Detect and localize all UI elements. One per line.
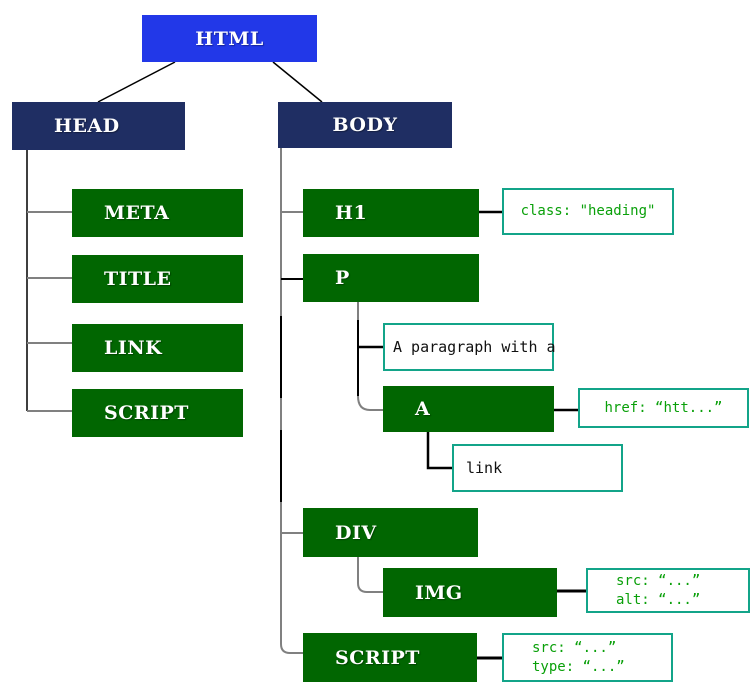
node-a: A [383, 386, 554, 432]
a-attributes-text: href: “htt...” [604, 399, 723, 416]
node-link-label: LINK [104, 337, 163, 359]
node-head-script: SCRIPT [72, 389, 243, 437]
node-img: IMG [383, 568, 557, 617]
node-head: HEAD [12, 102, 185, 150]
script-attributes-line1: src: “...” [532, 639, 617, 656]
node-div-label: DIV [335, 521, 377, 544]
script-attributes-box: src: “...” type: “...” [502, 633, 673, 682]
paragraph-text: A paragraph with a [393, 337, 556, 356]
node-head-label: HEAD [54, 115, 120, 137]
h1-attributes-text: class: "heading" [520, 203, 656, 219]
node-html-label: HTML [195, 27, 264, 50]
node-h1-label: H1 [335, 202, 368, 224]
img-attributes-line2: alt: “...” [616, 591, 701, 608]
node-meta: META [72, 189, 243, 237]
link-text-box: link [452, 444, 623, 492]
edge-div-img [357, 557, 383, 593]
node-a-label: A [415, 398, 431, 420]
node-link: LINK [72, 324, 243, 372]
node-head-script-label: SCRIPT [104, 402, 189, 424]
edge-body-spine [280, 148, 303, 654]
node-html: HTML [142, 15, 317, 62]
node-p-label: P [335, 267, 350, 289]
node-body-script: SCRIPT [303, 633, 477, 682]
node-title-label: TITLE [104, 268, 172, 290]
node-h1: H1 [303, 189, 479, 237]
paragraph-text-box: A paragraph with a [383, 323, 556, 371]
node-p: P [303, 254, 479, 302]
edge-html-head [97, 61, 176, 103]
node-div: DIV [303, 508, 478, 557]
node-title: TITLE [72, 255, 243, 303]
node-img-label: IMG [415, 581, 463, 604]
node-body-label: BODY [332, 114, 398, 136]
a-attributes-box: href: “htt...” [578, 388, 749, 428]
link-text: link [466, 458, 503, 477]
node-body: BODY [278, 102, 452, 148]
node-meta-label: META [104, 202, 170, 224]
node-body-script-label: SCRIPT [335, 646, 420, 669]
script-attributes-line2: type: “...” [532, 658, 625, 675]
edge-html-body [272, 61, 323, 103]
img-attributes-line1: src: “...” [616, 572, 701, 589]
edge-p-a [357, 395, 383, 411]
h1-attributes-box: class: "heading" [502, 188, 674, 235]
img-attributes-box: src: “...” alt: “...” [586, 568, 750, 613]
edge-a-link [426, 432, 452, 470]
